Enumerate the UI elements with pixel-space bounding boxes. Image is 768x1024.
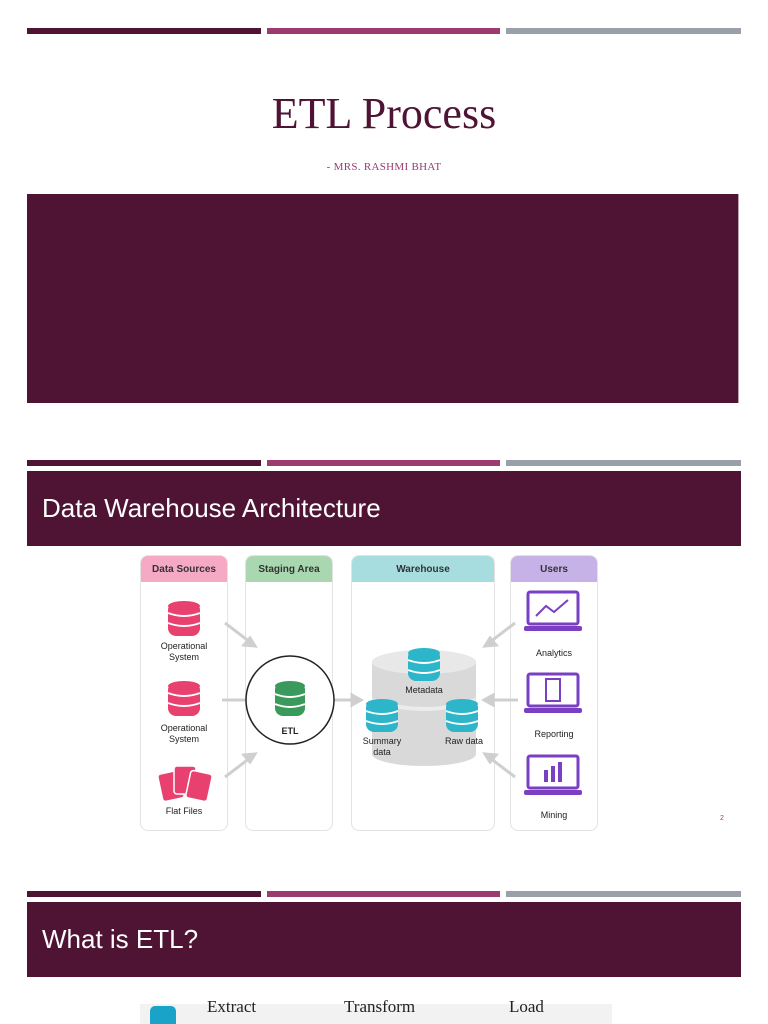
arrow-icon xyxy=(224,756,251,779)
column-header: Users xyxy=(511,556,597,582)
column-header: Data Sources xyxy=(141,556,227,582)
etl-steps-strip xyxy=(140,1004,612,1024)
slide-banner: What is ETL? xyxy=(27,902,741,977)
label-operational-system-2: Operational System xyxy=(160,723,208,744)
arrow-icon xyxy=(224,621,251,644)
header-bars xyxy=(27,891,741,897)
arrow-icon xyxy=(489,621,516,644)
label-etl: ETL xyxy=(281,726,299,736)
database-icon xyxy=(275,681,305,716)
arrow-icon xyxy=(240,752,258,765)
label-flat-files: Flat Files xyxy=(165,806,203,816)
label-mining: Mining xyxy=(540,810,568,820)
laptop-reporting-icon xyxy=(524,672,582,713)
header-bar-gray xyxy=(506,28,741,34)
database-icon xyxy=(168,601,200,636)
column-users: Users xyxy=(510,555,598,831)
label-reporting: Reporting xyxy=(534,729,574,739)
column-header: Warehouse xyxy=(352,556,494,582)
arrow-icon xyxy=(489,756,516,779)
label-raw-data: Raw data xyxy=(444,736,484,746)
slide-title: ETL Process xyxy=(271,89,497,138)
step-extract: Extract xyxy=(207,997,257,1016)
arrow-icon xyxy=(482,635,500,648)
header-bar-dark xyxy=(27,460,261,466)
header-bar-magenta xyxy=(267,460,500,466)
label-analytics: Analytics xyxy=(535,648,572,658)
banner-title: Data Warehouse Architecture xyxy=(42,493,381,523)
header-bar-dark xyxy=(27,891,261,897)
laptop-analytics-icon xyxy=(524,590,582,631)
header-bars xyxy=(27,460,741,466)
header-bar-gray xyxy=(506,460,741,466)
column-header: Staging Area xyxy=(246,556,332,582)
arrow-icon xyxy=(480,692,495,708)
banner-title: What is ETL? xyxy=(42,924,199,954)
laptop-mining-icon xyxy=(524,754,582,795)
database-icon xyxy=(168,681,200,716)
header-bar-gray xyxy=(506,891,741,897)
arrow-icon xyxy=(350,692,365,708)
database-icon xyxy=(150,1006,176,1024)
arrow-icon xyxy=(240,635,258,648)
header-bar-magenta xyxy=(267,28,500,34)
title-color-block xyxy=(27,194,739,403)
arrow-icon xyxy=(482,752,500,765)
label-operational-system-1: Operational System xyxy=(160,641,208,662)
slide-banner: Data Warehouse Architecture xyxy=(27,471,741,546)
label-metadata: Metadata xyxy=(405,685,443,695)
header-bar-dark xyxy=(27,28,261,34)
header-bars xyxy=(27,28,741,34)
header-bar-magenta xyxy=(267,891,500,897)
page-number: 2 xyxy=(720,815,724,822)
flat-files-icon xyxy=(157,765,213,803)
step-load: Load xyxy=(509,997,544,1016)
step-transform: Transform xyxy=(344,997,416,1016)
label-summary-data: Summary data xyxy=(362,736,402,757)
slide-author: - MRS. RASHMI BHAT xyxy=(326,161,442,173)
